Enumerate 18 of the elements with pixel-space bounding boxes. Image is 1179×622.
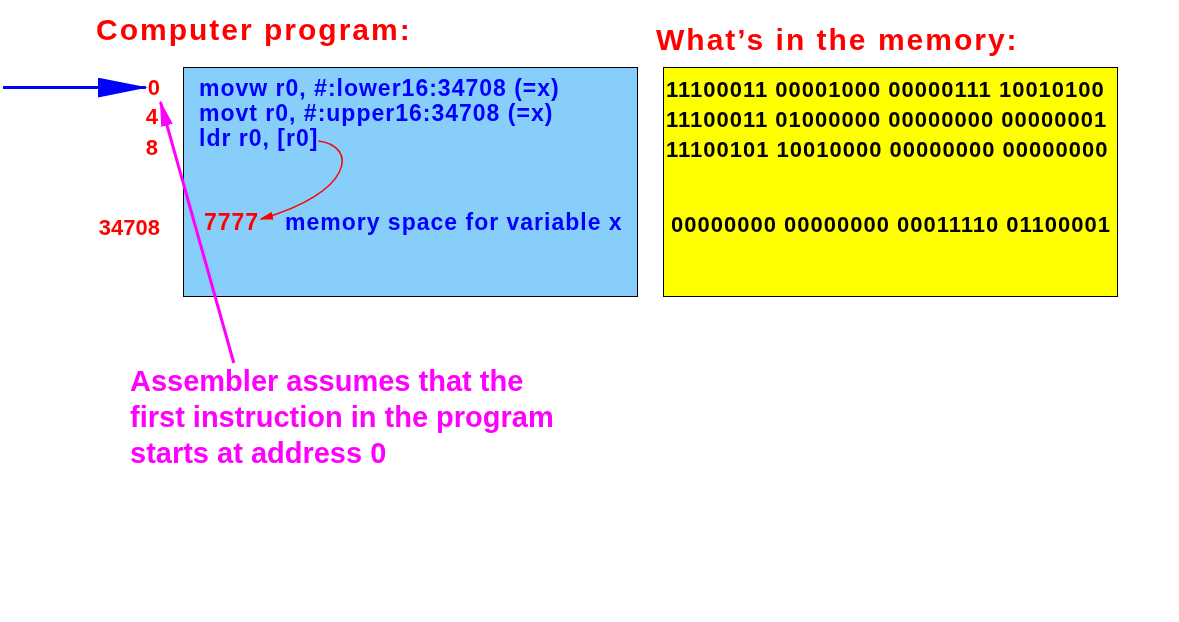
binary-word: 11100011 00001000 00000111 10010100 [666, 77, 1105, 103]
code-line: movt r0, #:upper16:34708 (=x) [199, 100, 554, 127]
binary-word: 00000000 00000000 00011110 01100001 [671, 212, 1111, 238]
value-label: 7777 [204, 209, 260, 236]
panel-heading: Computer program: [96, 13, 412, 48]
address-label: 0 [147, 75, 160, 101]
arrow [3, 77, 148, 98]
binary-word: 11100011 01000000 00000000 00000001 [666, 107, 1108, 133]
leader-arrow [159, 100, 236, 364]
address-label: 34708 [98, 215, 160, 241]
annotation-text: Assembler assumes that the first instruction in the program starts at address 0 [130, 363, 570, 471]
address-label: 4 [145, 104, 158, 130]
address-label: 8 [145, 135, 158, 161]
caption-text: memory space for variable x [285, 209, 623, 236]
panel-heading: What’s in the memory: [656, 23, 1019, 58]
code-line: ldr r0, [r0] [199, 125, 319, 152]
code-line: movw r0, #:lower16:34708 (=x) [199, 75, 560, 102]
binary-word: 11100101 10010000 00000000 00000000 [666, 137, 1109, 163]
